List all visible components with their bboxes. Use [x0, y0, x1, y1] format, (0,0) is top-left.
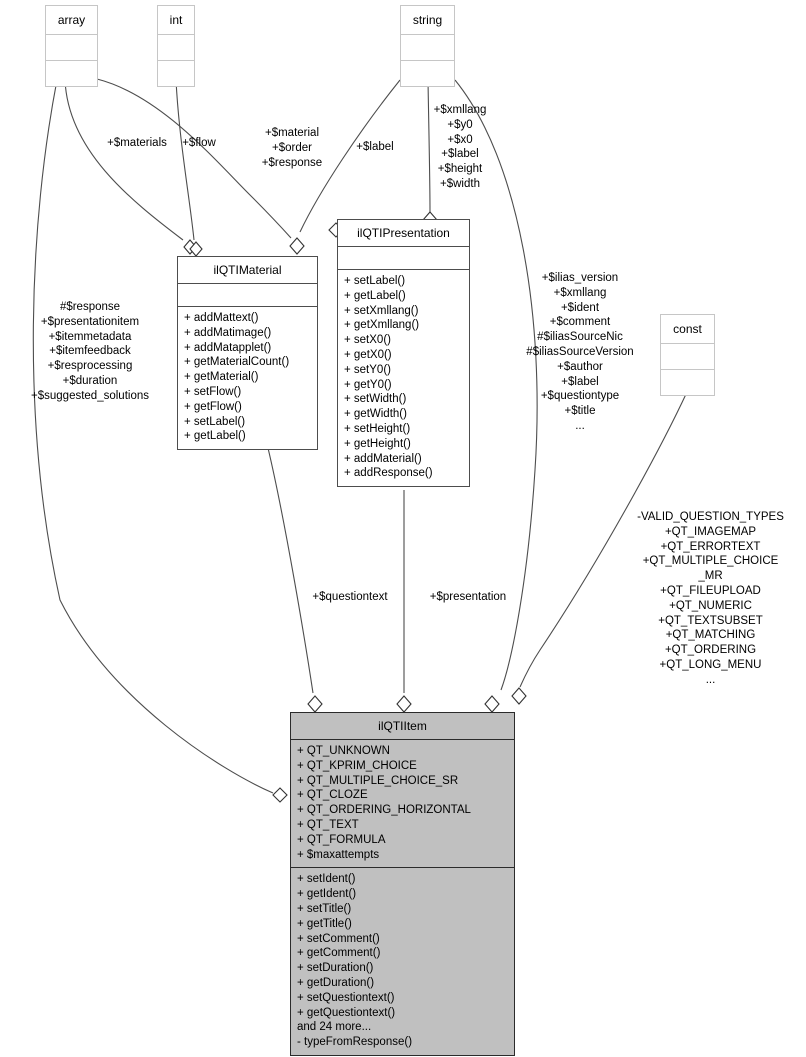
edge-label-int-flow: +$flow: [182, 137, 216, 149]
edge-array-materials: [64, 79, 184, 241]
class-member-row: + QT_FORMULA: [297, 833, 386, 846]
aggregation-diamond-item-presentation: [396, 695, 412, 713]
aggregation-diamond-material-flow: [189, 241, 203, 257]
class-member-row: + QT_UNKNOWN: [297, 745, 390, 757]
edge-label-const-question-types: -VALID_QUESTION_TYPES +QT_IMAGEMAP +QT_E…: [637, 511, 784, 686]
class-member-row: + getY0(): [344, 378, 392, 391]
class-member-row: + setFlow(): [184, 385, 242, 398]
class-title-ilqtipresentation: ilQTIPresentation: [357, 226, 450, 240]
edge-int-flow: [175, 79, 195, 241]
class-attributes-const: [661, 343, 714, 369]
class-attributes-ilqtimaterial: [178, 283, 317, 306]
class-operations-ilqtipresentation: + setLabel() + getLabel() + setXmllang() + …: [338, 269, 469, 486]
class-member-row: + getHeight(): [344, 437, 411, 450]
class-member-row: + addMaterial(): [344, 452, 422, 465]
edge-label-material-questiontext: +$questiontext: [312, 591, 388, 603]
class-attributes-ilqtipresentation: [338, 246, 469, 269]
class-operations-array: [46, 60, 97, 86]
class-member-row: + getComment(): [297, 947, 381, 960]
class-member-row: + getIdent(): [297, 888, 357, 901]
edge-label-presentation-presentation: +$presentation: [429, 591, 507, 603]
class-member-row: + QT_ORDERING_HORIZONTAL: [297, 804, 471, 817]
class-node-ilqtipresentation[interactable]: ilQTIPresentation + setLabel() + getLabel…: [337, 219, 470, 488]
edge-material-questiontext: [267, 447, 314, 694]
class-member-row: + setLabel(): [184, 415, 246, 428]
class-member-row: + addMattext(): [184, 312, 259, 324]
class-member-row: + getDuration(): [297, 976, 375, 989]
aggregation-diamond-material-right: [289, 237, 305, 255]
class-title-const: const: [673, 322, 702, 336]
class-member-row: + setTitle(): [297, 902, 352, 915]
class-member-row: + setComment(): [297, 932, 380, 945]
edge-label-array-item-fields: #$response +$presentationitem +$itemmeta…: [31, 301, 149, 402]
class-member-row: + addResponse(): [344, 467, 433, 480]
class-member-row: + addMatapplet(): [184, 341, 272, 354]
class-node-ilqtiitem[interactable]: ilQTIItem + QT_UNKNOWN+ QT_KPRIM_CHOICE+…: [290, 712, 515, 1056]
edge-label-string-label: +$label: [356, 141, 394, 153]
class-member-row: + getTitle(): [297, 917, 352, 930]
class-member-row: + getWidth(): [344, 408, 407, 421]
class-title-ilqtimaterial: ilQTIMaterial: [213, 263, 282, 277]
class-attributes-array: [46, 34, 97, 60]
class-member-row: + setHeight(): [344, 422, 411, 435]
class-member-row: + getLabel(): [344, 289, 406, 302]
class-attributes-int: [158, 34, 194, 60]
class-node-int[interactable]: int: [157, 5, 195, 87]
class-member-row: + getMaterialCount(): [184, 356, 290, 369]
aggregation-diamond-item-questiontext: [307, 695, 323, 713]
class-member-row: + setY0(): [344, 363, 391, 376]
edge-label-string-item-fields: +$ilias_version +$xmllang +$ident +$comm…: [526, 272, 634, 432]
aggregation-diamond-item-string: [484, 695, 500, 713]
class-title-ilqtiitem: ilQTIItem: [378, 719, 427, 733]
class-member-row: + QT_KPRIM_CHOICE: [297, 759, 417, 772]
class-member-row: + setXmllang(): [344, 304, 419, 317]
class-member-row: + $maxattempts: [297, 848, 380, 861]
class-title-int: int: [169, 13, 183, 27]
aggregation-diamond-item-array: [272, 787, 288, 803]
class-member-row: + addMatimage(): [184, 326, 272, 339]
class-member-row: + getLabel(): [184, 430, 246, 443]
class-member-row: + QT_TEXT: [297, 818, 359, 831]
class-member-row: + setX0(): [344, 334, 391, 347]
class-title-array: array: [57, 13, 86, 27]
class-operations-const: [661, 369, 714, 395]
edge-label-array-materials: +$materials: [107, 137, 167, 149]
class-member-row: + getX0(): [344, 348, 392, 361]
class-member-row: + getXmllang(): [344, 319, 420, 332]
class-member-row: + QT_CLOZE: [297, 789, 368, 802]
class-member-row: and 24 more...: [297, 1021, 372, 1034]
class-operations-int: [158, 60, 194, 86]
class-attributes-string: [401, 34, 454, 60]
class-node-ilqtimaterial[interactable]: ilQTIMaterial + addMattext() + addMatimag…: [177, 256, 318, 451]
class-member-row: + QT_MULTIPLE_CHOICE_SR: [297, 774, 459, 787]
edge-label-string-presentation-fields: +$xmllang +$y0 +$x0 +$label +$height +$w…: [433, 104, 487, 190]
class-operations-ilqtimaterial: + addMattext() + addMatimage() + addMatapp…: [178, 306, 317, 449]
class-member-row: + getQuestiontext(): [297, 1006, 396, 1019]
class-member-row: + setLabel(): [344, 275, 406, 287]
aggregation-diamond-material-left: [183, 239, 197, 255]
class-node-array[interactable]: array: [45, 5, 98, 87]
class-member-row: + getMaterial(): [184, 371, 259, 384]
class-node-const[interactable]: const: [660, 314, 715, 396]
class-operations-ilqtiitem: + setIdent() + getIdent()+ setTitle() + ge…: [291, 867, 514, 1055]
edge-label-array-material-order-response: +$material +$order +$response: [261, 127, 323, 169]
class-member-row: + getFlow(): [184, 400, 242, 413]
class-attributes-ilqtiitem: + QT_UNKNOWN + QT_KPRIM_CHOICE + QT_MULTIP…: [291, 739, 514, 867]
class-node-string[interactable]: string: [400, 5, 455, 87]
class-member-row: + setWidth(): [344, 393, 407, 406]
class-member-row: + setIdent(): [297, 873, 356, 886]
class-member-row: - typeFromResponse(): [297, 1036, 413, 1049]
class-title-string: string: [412, 13, 443, 27]
class-member-row: + setDuration(): [297, 962, 374, 975]
class-operations-string: [401, 60, 454, 86]
class-member-row: + setQuestiontext(): [297, 991, 395, 1004]
aggregation-diamond-item-const: [511, 687, 527, 705]
